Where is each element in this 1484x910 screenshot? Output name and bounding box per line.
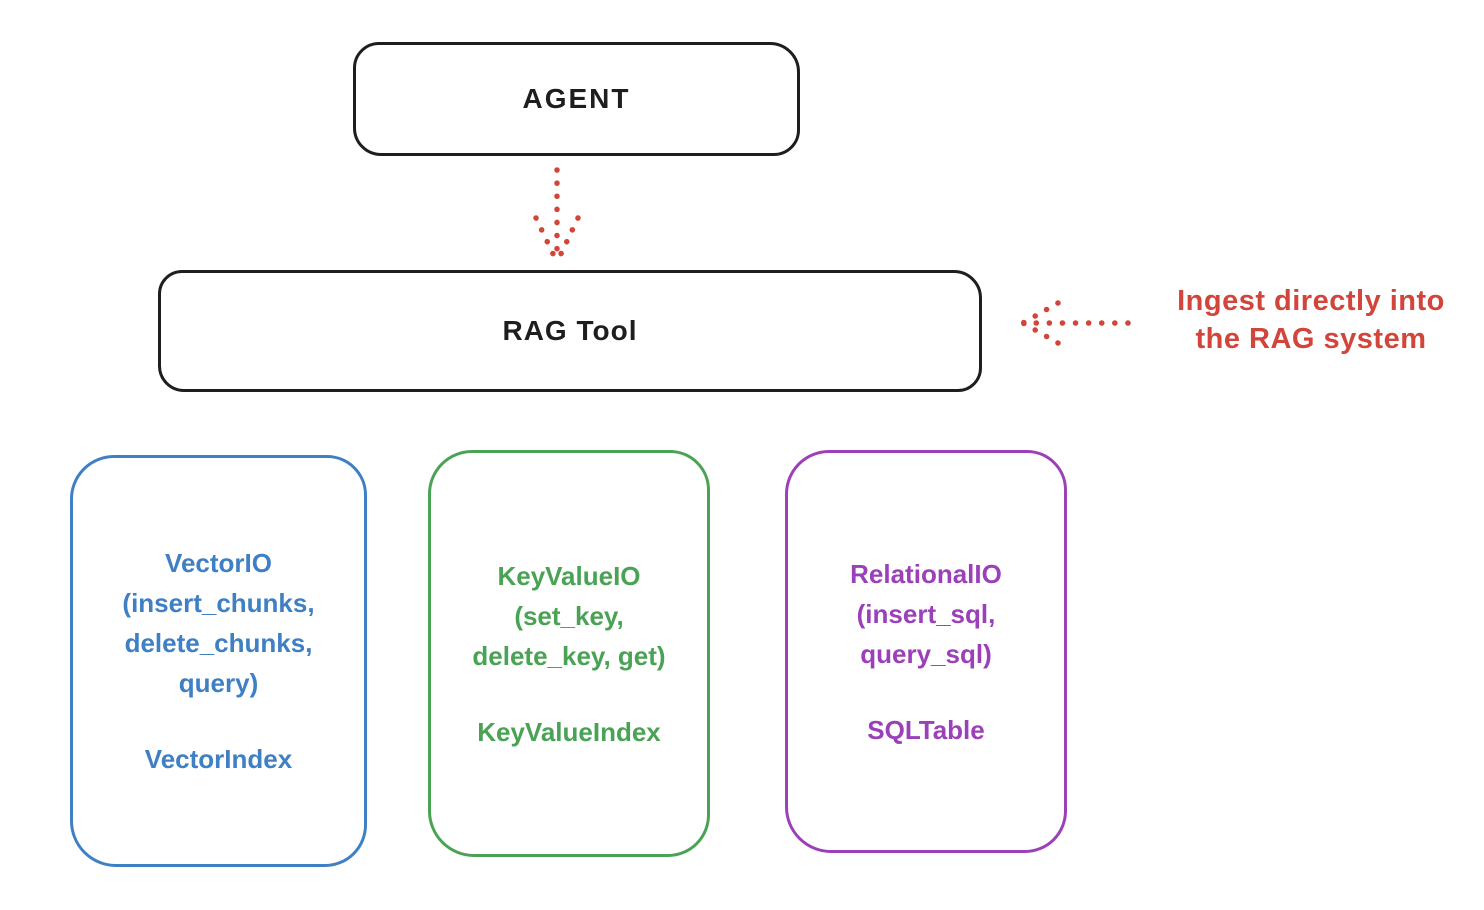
ingest-annotation-line2: the RAG system xyxy=(1195,323,1427,355)
agent-label: AGENT xyxy=(522,83,631,114)
ingest-annotation: Ingest directly into the RAG system xyxy=(1138,282,1484,358)
agent-box: AGENT xyxy=(353,42,800,156)
relational-io-line: RelationalIO xyxy=(850,558,1002,589)
keyvalue-io-line: delete_key, get) xyxy=(472,640,666,671)
vector-io-line: (insert_chunks, xyxy=(122,588,315,618)
keyvalue-index-label: KeyValueIndex xyxy=(477,716,661,747)
vector-io-box: VectorIO (insert_chunks, delete_chunks, … xyxy=(70,455,367,867)
rag-tool-label: RAG Tool xyxy=(502,315,638,346)
annotation-to-ragtool-arrow xyxy=(1020,300,1131,346)
relational-io-line: query_sql) xyxy=(860,638,992,669)
keyvalue-io-box: KeyValueIO (set_key, delete_key, get) Ke… xyxy=(428,450,710,857)
sql-table-label: SQLTable xyxy=(867,714,985,745)
vector-io-line: query) xyxy=(178,668,259,698)
relational-io-line: (insert_sql, xyxy=(856,598,996,629)
keyvalue-io-line: (set_key, xyxy=(514,600,624,631)
keyvalue-io-line: KeyValueIO xyxy=(497,560,641,591)
vector-io-line: VectorIO xyxy=(165,548,272,578)
rag-tool-box: RAG Tool xyxy=(158,270,982,392)
vector-index-label: VectorIndex xyxy=(144,744,293,774)
ingest-annotation-line1: Ingest directly into xyxy=(1177,285,1445,317)
agent-to-ragtool-arrow xyxy=(533,167,581,261)
vector-io-line: delete_chunks, xyxy=(124,628,313,658)
relational-io-box: RelationalIO (insert_sql, query_sql) SQL… xyxy=(785,450,1067,853)
